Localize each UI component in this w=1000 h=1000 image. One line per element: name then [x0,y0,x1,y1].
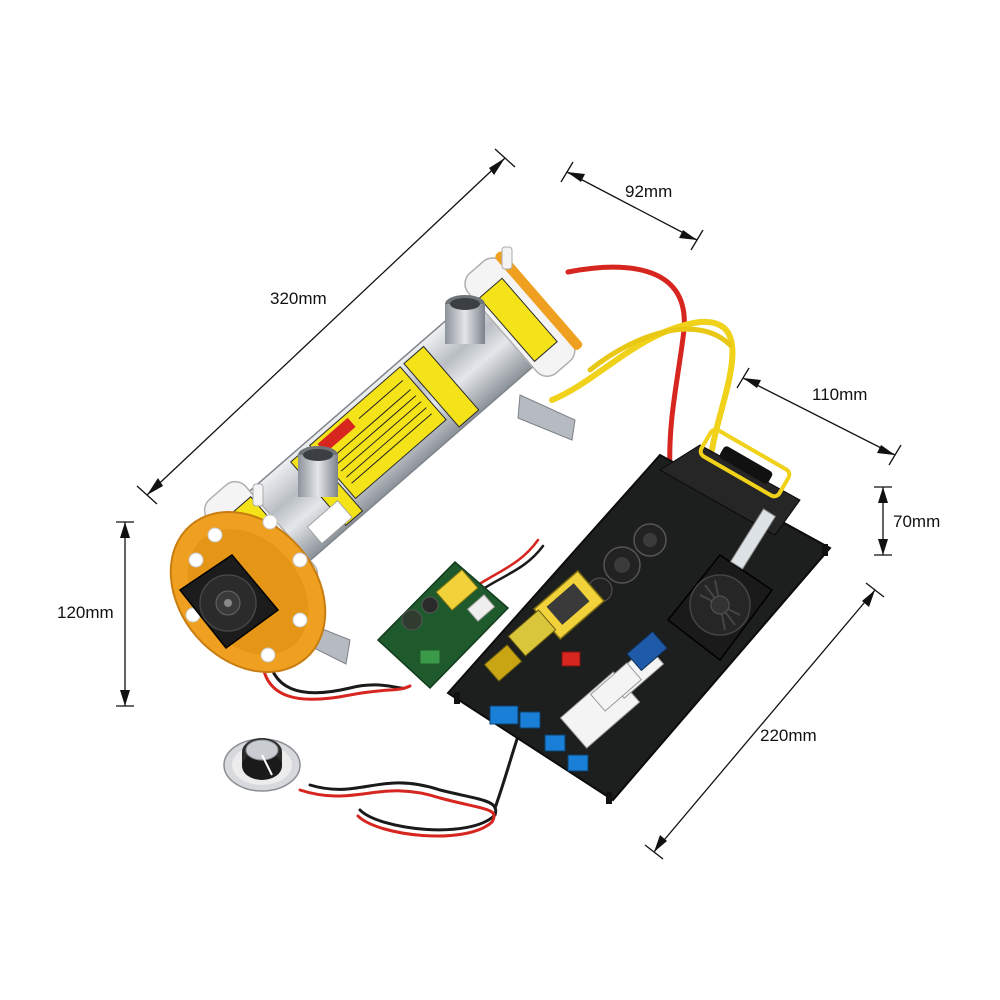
psu-connector [466,594,496,622]
dimension-label-70mm: 70mm [893,512,941,531]
pcb [446,453,832,802]
power-supply-board [376,560,510,690]
dim-line-120 [116,521,134,707]
yellow-ozone-tube [549,318,736,453]
wires [260,264,736,838]
serial-label [306,500,353,545]
dimension-label-110mm: 110mm [812,385,868,404]
dimension-label-320mm: 320mm [270,289,327,308]
board-label [729,508,777,570]
ozone-output-label [478,277,558,363]
psu-wire-black [473,544,545,596]
oxygen-inlet-nipple [252,483,264,507]
warning-text-lines [330,380,432,484]
potentiometer-knob [223,738,301,792]
water-fitting-top [445,295,485,344]
warning-stripe [317,417,356,454]
cooling-water-label-1 [403,345,480,428]
dimension-label-220mm: 220mm [760,726,817,745]
tube-cooling-fan [178,554,280,650]
standoffs [454,544,828,804]
dimension-arrowheads [120,158,895,852]
knob-top [245,739,279,761]
rating-tag [589,662,643,712]
fuse-holder [483,644,523,682]
knob-wire-black [308,781,498,832]
psu-capacitor-1 [401,609,423,631]
board-component [507,609,557,657]
ozone-outlet-nipple [501,246,513,270]
psu-capacitor-2 [421,596,439,614]
knob-wire-red [298,788,496,838]
dimension-label-92mm: 92mm [625,182,673,201]
power-switch [561,651,581,667]
blue-transformer [626,630,668,672]
psu-terminal [419,649,441,665]
psu-transformer [435,569,479,611]
terminal-blocks [489,705,589,772]
fan-wire-black [266,648,407,695]
knob-pointer [261,754,273,776]
psu-wire-red [468,538,540,592]
water-fitting-bottom [298,446,338,497]
bracket-right [517,394,576,441]
board-cooling-fan [666,553,774,662]
dim-line-110 [736,367,902,466]
driver-board [446,427,832,804]
dimension-label-120mm: 120mm [57,603,114,622]
yellow-ozone-tube-2 [587,326,733,373]
right-endcap-ring [495,251,583,350]
ozone-tube [169,246,583,674]
red-hv-wire [565,264,687,473]
knob-wire-to-board [493,728,522,810]
flange-bolts [185,514,308,663]
fan-wire-red [260,653,412,701]
